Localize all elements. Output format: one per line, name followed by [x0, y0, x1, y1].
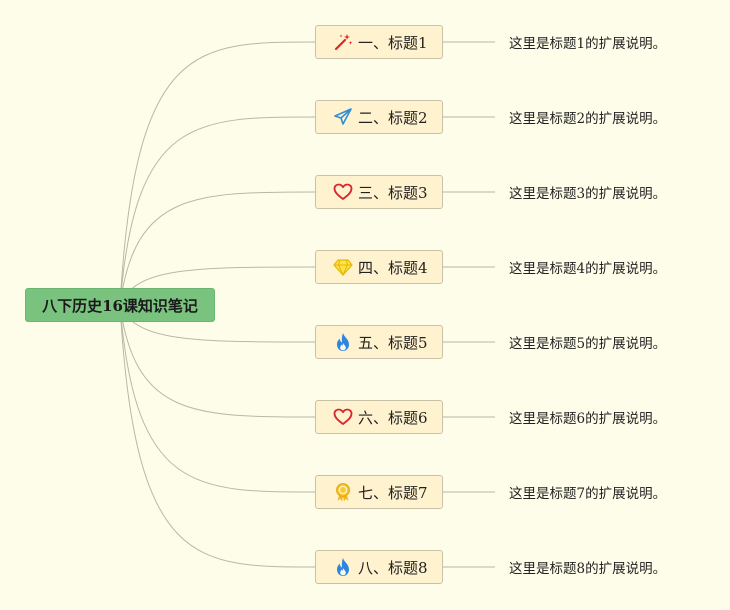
topic-node-6[interactable]: 六、标题6 [315, 400, 443, 434]
medal-icon [333, 482, 353, 502]
connector-curve [119, 116, 316, 306]
connector-curve [119, 304, 316, 493]
topic-label: 七、标题7 [358, 483, 428, 502]
topic-description-7[interactable]: 这里是标题7的扩展说明。 [509, 486, 667, 502]
connector-curve [119, 304, 316, 568]
connector-curve [119, 191, 316, 306]
topic-description-1[interactable]: 这里是标题1的扩展说明。 [509, 36, 667, 52]
topic-description-5[interactable]: 这里是标题5的扩展说明。 [509, 336, 667, 352]
paper-plane-icon [333, 107, 353, 127]
topic-node-5[interactable]: 五、标题5 [315, 325, 443, 359]
topic-label: 一、标题1 [358, 33, 428, 52]
topic-label: 五、标题5 [358, 333, 428, 352]
connector-curve [119, 41, 316, 306]
flame-icon [333, 557, 353, 577]
topic-description-4[interactable]: 这里是标题4的扩展说明。 [509, 261, 667, 277]
topic-node-4[interactable]: 四、标题4 [315, 250, 443, 284]
topic-label: 六、标题6 [358, 408, 428, 427]
topic-node-3[interactable]: 三、标题3 [315, 175, 443, 209]
topic-label: 三、标题3 [358, 183, 428, 202]
topic-description-3[interactable]: 这里是标题3的扩展说明。 [509, 186, 667, 202]
topic-label: 四、标题4 [358, 258, 428, 277]
topic-label: 八、标题8 [358, 558, 428, 577]
connector-curve [119, 304, 316, 418]
diamond-icon [333, 257, 353, 277]
topic-description-2[interactable]: 这里是标题2的扩展说明。 [509, 111, 667, 127]
topic-node-1[interactable]: 一、标题1 [315, 25, 443, 59]
flame-icon [333, 332, 353, 352]
heart-icon [333, 182, 353, 202]
topic-node-8[interactable]: 八、标题8 [315, 550, 443, 584]
topic-node-7[interactable]: 七、标题7 [315, 475, 443, 509]
topic-node-2[interactable]: 二、标题2 [315, 100, 443, 134]
topic-description-6[interactable]: 这里是标题6的扩展说明。 [509, 411, 667, 427]
topic-description-8[interactable]: 这里是标题8的扩展说明。 [509, 561, 667, 577]
heart-icon [333, 407, 353, 427]
magic-wand-icon [333, 32, 353, 52]
topic-label: 二、标题2 [358, 108, 428, 127]
central-topic[interactable]: 八下历史16课知识笔记 [25, 288, 215, 322]
